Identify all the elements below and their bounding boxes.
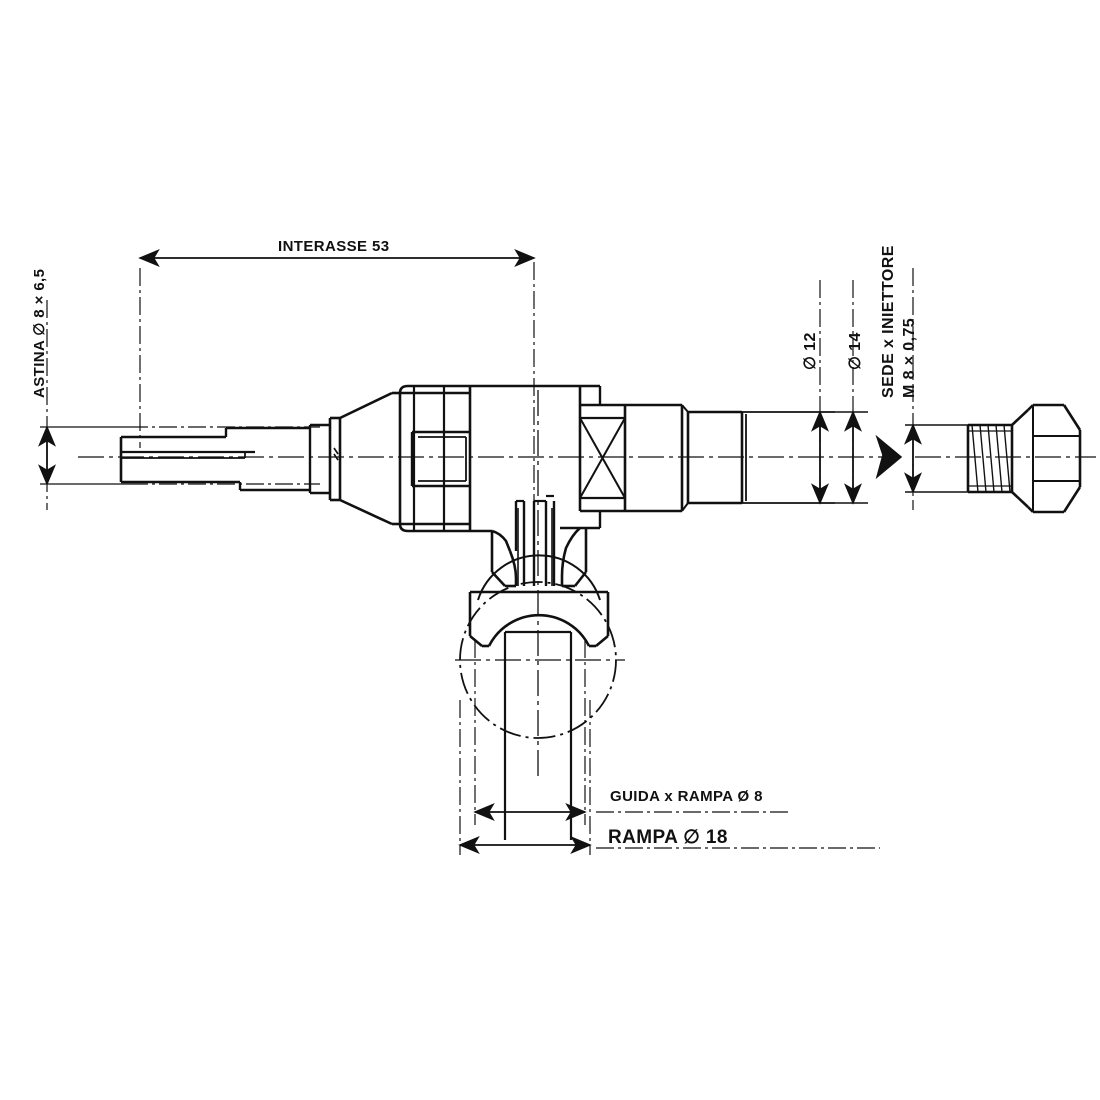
hex-flats-block <box>398 384 472 533</box>
taper-section <box>339 391 400 526</box>
needle-astina-part <box>119 416 342 502</box>
cross-hatched-section <box>560 384 627 530</box>
dimension-label-d14: ∅ 14 <box>847 332 864 370</box>
saddle-cradle <box>468 554 610 648</box>
valve-body <box>470 384 582 552</box>
dimension-lines <box>38 249 922 854</box>
centre-lines <box>78 390 1096 780</box>
drawing-line-layer <box>38 249 1096 855</box>
dimension-label-rampa: RAMPA ∅ 18 <box>608 827 728 848</box>
dimension-label-guida-rampa: GUIDA x RAMPA Ø 8 <box>610 788 763 805</box>
dimension-label-d12: ∅ 12 <box>802 332 819 370</box>
injector-seat-nipple <box>966 403 1082 514</box>
seat-pointer-arrow <box>875 434 903 480</box>
lower-branch <box>490 494 588 588</box>
extension-lines <box>40 262 975 855</box>
outlet-spigot <box>625 403 747 513</box>
dimension-label-sede-iniettore: SEDE x INIETTORE <box>880 245 897 398</box>
dimension-label-sede-thread: M 8 × 0,75 <box>901 317 918 398</box>
dimension-label-astina: ASTINA ∅ 8 × 6,5 <box>31 268 48 398</box>
dimension-label-interasse: INTERASSE 53 <box>278 238 390 255</box>
